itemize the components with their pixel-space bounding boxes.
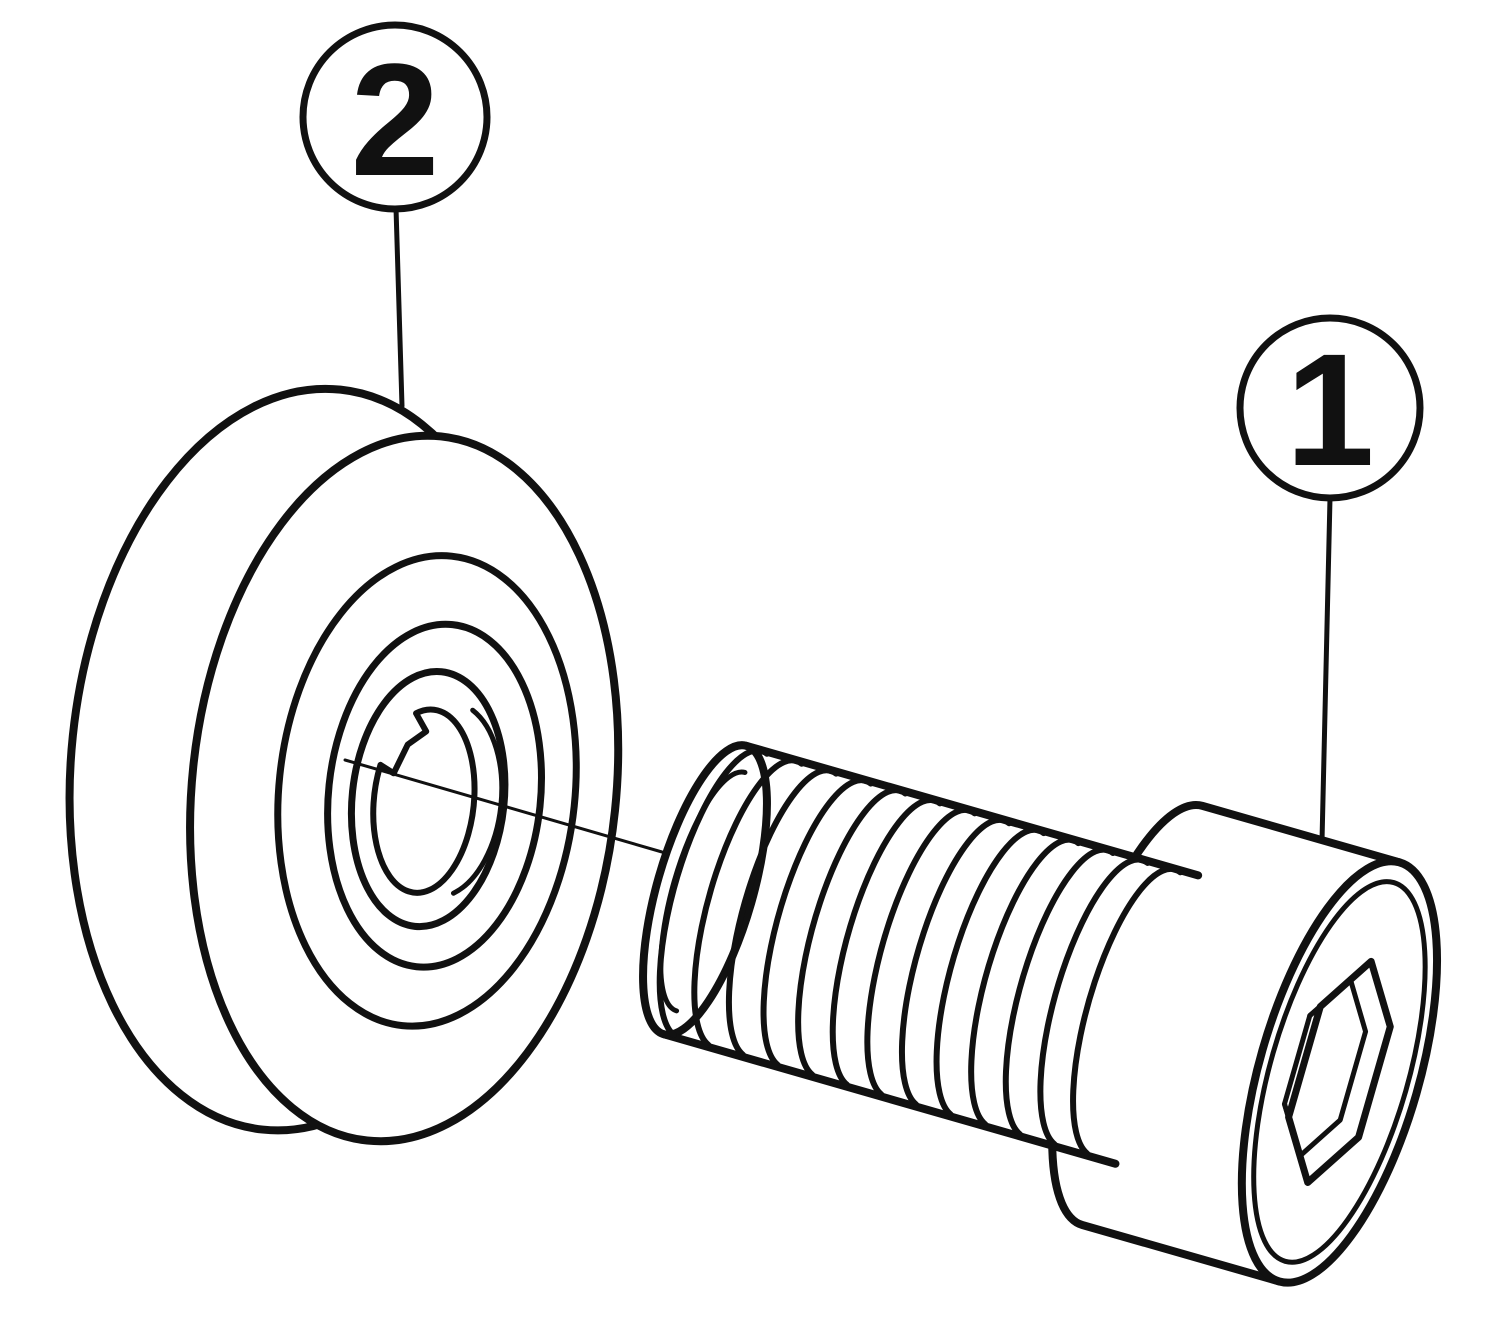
callout-2-number: 2	[351, 30, 440, 209]
washer-keyway-slot	[370, 706, 478, 896]
thread-lines	[656, 747, 1184, 1157]
hex-socket-depth-lines	[1281, 958, 1374, 1120]
screw-head-chamfer-ring	[1251, 879, 1428, 1265]
screw-shank-fill	[663, 745, 1199, 1164]
washer-part	[65, 384, 623, 1146]
leader-line-2	[393, 205, 405, 409]
screw-shank	[639, 741, 1203, 1168]
leader-line-1	[1319, 495, 1333, 844]
screw-part	[639, 741, 1442, 1287]
assembly-centerline	[343, 758, 664, 854]
washer-chamfer-ring	[274, 552, 580, 1030]
washer-front-face	[186, 431, 623, 1146]
callout-2: 2	[299, 21, 491, 409]
callout-2-circle	[299, 21, 491, 213]
callout-1-number: 1	[1286, 320, 1375, 499]
washer-counterbore-ring	[324, 620, 545, 971]
callout-1-circle	[1236, 314, 1424, 502]
hex-socket-icon	[1281, 957, 1394, 1186]
callout-1: 1	[1236, 314, 1424, 844]
